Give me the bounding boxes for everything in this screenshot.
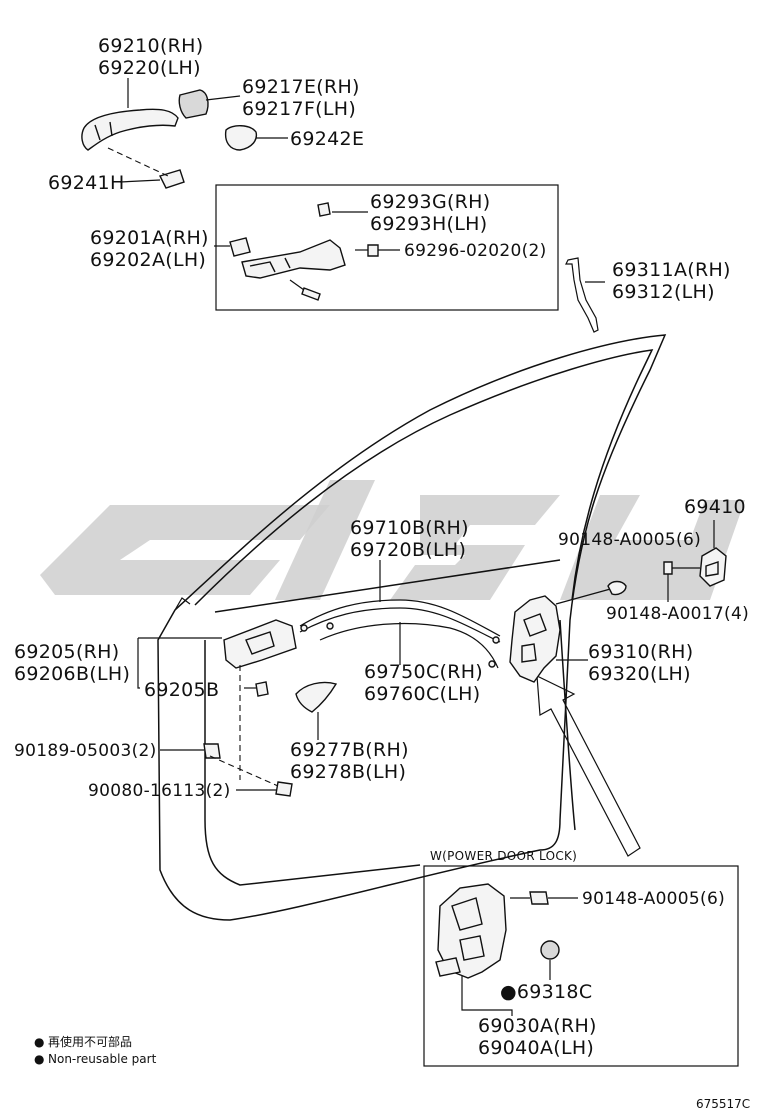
diagram-code: 675517C [696, 1097, 750, 1111]
label-cable-upper-lh: 69720B(LH) [350, 539, 466, 561]
handle-gasket-part [159, 169, 185, 189]
label-rod-lh: 69312(LH) [612, 281, 715, 303]
bezel-part [295, 681, 338, 740]
label-power-bolt: 90148-A0005(6) [582, 889, 725, 909]
cables [299, 560, 501, 669]
label-cable-lower-lh: 69760C(LH) [364, 683, 480, 705]
legend-bullet-cn: ● [34, 1035, 44, 1049]
label-handle-outer-rh: 69210(RH) [98, 35, 203, 57]
lock-part [509, 595, 561, 683]
power-bolt-part [529, 891, 549, 905]
rod-part [565, 257, 605, 333]
outer-handle-group [81, 78, 288, 189]
label-rod-rh: 69311A(RH) [612, 259, 731, 281]
lock-group [509, 580, 627, 683]
legend-text-en: Non-reusable part [48, 1052, 157, 1066]
label-inner-handle-rh: 69205(RH) [14, 641, 119, 663]
label-bezel-rh: 69277B(RH) [290, 739, 409, 761]
label-cable-upper-rh: 69710B(RH) [350, 517, 469, 539]
handle-pad-part [224, 125, 258, 151]
door-body [157, 334, 667, 921]
inner-handle-group [137, 619, 297, 797]
labels: 69210(RH) 69220(LH) 69217E(RH) 69217F(LH… [14, 35, 749, 1059]
label-lock-rh: 69310(RH) [588, 641, 693, 663]
label-handle-cover-lh: 69217F(LH) [242, 98, 356, 120]
label-handle-outer-lh: 69220(LH) [98, 57, 201, 79]
label-frame-cover-lh: 69293H(LH) [370, 213, 487, 235]
outer-handle-part [81, 108, 179, 151]
legend: ● 再使用不可部品 ● Non-reusable part [34, 1034, 157, 1066]
label-handle-cover-rh: 69217E(RH) [242, 76, 360, 98]
label-cable-lower-rh: 69750C(RH) [364, 661, 483, 683]
frame-part [241, 239, 346, 279]
frame-box [214, 184, 559, 311]
label-handle-pad: 69242E [290, 128, 364, 150]
label-striker-bolt: 90148-A0005(6) [558, 530, 701, 550]
label-power-box-title: W(POWER DOOR LOCK) [430, 849, 577, 863]
label-inner-handle-lh: 69206B(LH) [14, 663, 130, 685]
label-power-item: ●69318C [500, 981, 592, 1003]
label-bolt-a: 90189-05003(2) [14, 741, 157, 761]
label-frame-rh: 69201A(RH) [90, 227, 209, 249]
label-bolt-b: 90080-16113(2) [88, 781, 231, 801]
label-bezel-lh: 69278B(LH) [290, 761, 406, 783]
handle-cover-part [178, 89, 209, 119]
inner-handle-sub-part [255, 681, 269, 697]
power-item-part [540, 940, 560, 960]
label-frame-lh: 69202A(LH) [90, 249, 206, 271]
label-frame-screw: 69296-02020(2) [404, 241, 547, 261]
striker-group [663, 520, 727, 602]
label-striker-screw: 90148-A0017(4) [606, 604, 749, 624]
label-frame-cover-rh: 69293G(RH) [370, 191, 490, 213]
power-lock-box [423, 865, 739, 1067]
legend-text-cn: 再使用不可部品 [48, 1034, 132, 1049]
watermark [40, 480, 745, 600]
label-power-lock-rh: 69030A(RH) [478, 1015, 597, 1037]
label-striker: 69410 [684, 496, 746, 518]
bolt-a-part [203, 743, 221, 759]
label-lock-lh: 69320(LH) [588, 663, 691, 685]
label-power-lock-lh: 69040A(LH) [478, 1037, 594, 1059]
legend-bullet-en: ● [34, 1052, 44, 1066]
label-handle-gasket: 69241H [48, 172, 125, 194]
label-inner-handle-sub: 69205B [144, 679, 219, 701]
direction-arrow [536, 675, 641, 857]
bolt-b-part [275, 781, 293, 797]
